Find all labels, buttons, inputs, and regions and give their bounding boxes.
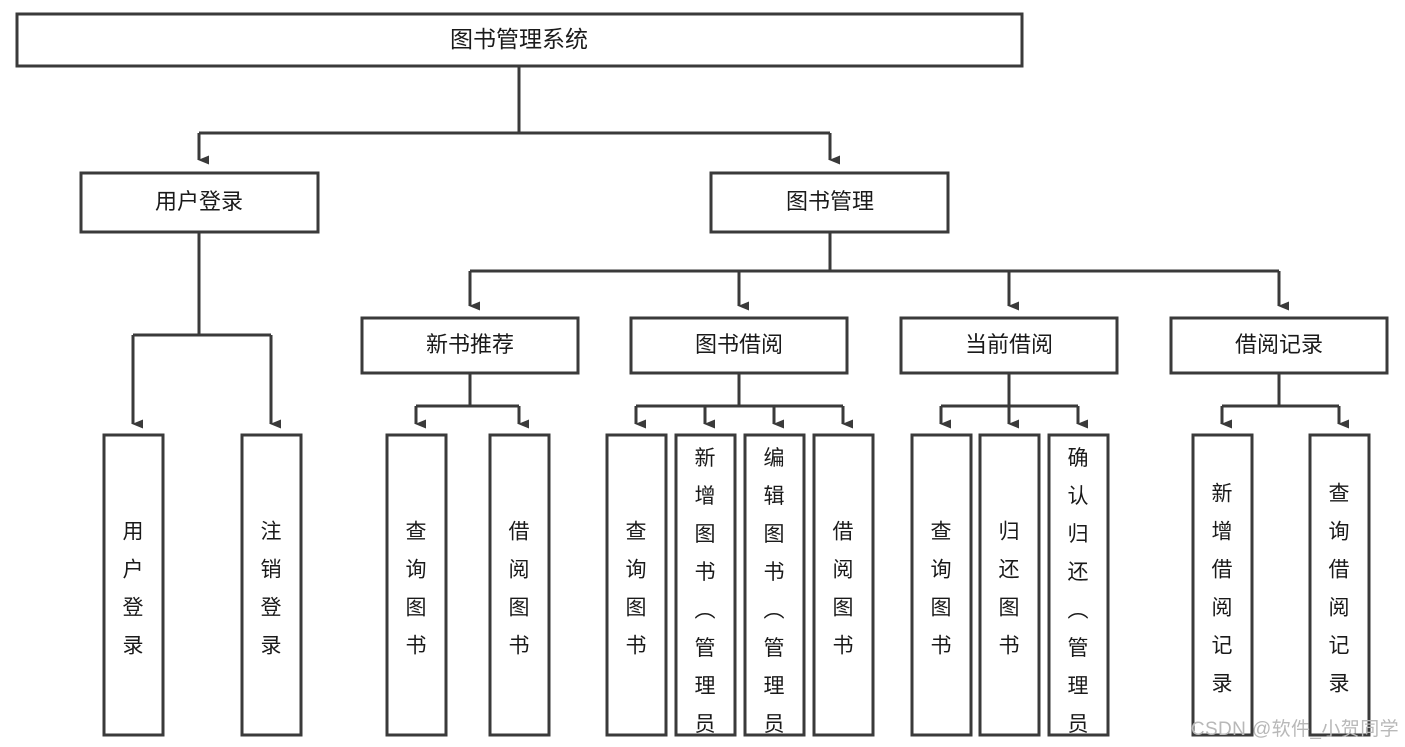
leaf-label-user-login-0: 用户登录: [123, 521, 144, 658]
leaf-node[interactable]: 用户登录: [102, 433, 165, 737]
leaf-label-book-borrow-3: 借阅图书: [833, 521, 854, 658]
node-borrow-record-box[interactable]: [1169, 316, 1389, 375]
leaf-label-book-borrow-1: 新增图书︵管理员︶: [695, 447, 716, 747]
leaf-node[interactable]: 确认归还︵管理员︶: [1047, 433, 1110, 747]
node-current-borrow-box[interactable]: [899, 316, 1119, 375]
node-new-book-recommend[interactable]: 新书推荐: [360, 316, 580, 375]
node-book-borrow[interactable]: 图书借阅: [629, 316, 849, 375]
leaf-node[interactable]: 查询图书: [910, 433, 973, 737]
leaf-label-book-borrow-0: 查询图书: [626, 521, 647, 658]
leaf-label-new-book-1: 借阅图书: [509, 521, 530, 658]
leaf-label-borrow-record-0: 新增借阅记录: [1212, 483, 1233, 696]
leaf-node[interactable]: 新增图书︵管理员︶: [674, 433, 737, 747]
leaf-box-current-borrow-1[interactable]: [978, 433, 1041, 737]
leaf-node[interactable]: 查询借阅记录: [1308, 433, 1371, 737]
leaf-label-current-borrow-1: 归还图书: [999, 521, 1020, 658]
leaf-box-user-login-1[interactable]: [240, 433, 303, 737]
node-current-borrow[interactable]: 当前借阅: [899, 316, 1119, 375]
leaf-box-new-book-1[interactable]: [488, 433, 551, 737]
node-root-label: 图书管理系统: [450, 26, 588, 52]
leaf-box-borrow-record-1[interactable]: [1308, 433, 1371, 737]
node-book-borrow-box[interactable]: [629, 316, 849, 375]
leaf-box-current-borrow-2[interactable]: [1047, 433, 1110, 737]
leaf-node[interactable]: 注销登录: [240, 433, 303, 737]
node-book-management[interactable]: 图书管理: [709, 171, 950, 234]
node-book-borrow-label: 图书借阅: [695, 332, 783, 357]
leaf-box-current-borrow-0[interactable]: [910, 433, 973, 737]
leaf-box-borrow-record-0[interactable]: [1191, 433, 1254, 737]
leaf-label-book-borrow-2: 编辑图书︵管理员︶: [764, 447, 785, 747]
node-book-management-box[interactable]: [709, 171, 950, 234]
node-root-book-management-system[interactable]: 图书管理系统: [15, 12, 1024, 68]
node-user-login-label: 用户登录: [155, 189, 243, 214]
leaf-node[interactable]: 编辑图书︵管理员︶: [743, 433, 806, 747]
node-user-login-box[interactable]: [79, 171, 320, 234]
leaf-box-book-borrow-2[interactable]: [743, 433, 806, 737]
leaf-node[interactable]: 归还图书: [978, 433, 1041, 737]
leaf-label-current-borrow-0: 查询图书: [931, 521, 952, 658]
node-current-borrow-label: 当前借阅: [965, 332, 1053, 357]
leaf-node[interactable]: 查询图书: [605, 433, 668, 737]
node-borrow-record-label: 借阅记录: [1235, 332, 1323, 357]
node-user-login[interactable]: 用户登录: [79, 171, 320, 234]
node-new-book-recommend-box[interactable]: [360, 316, 580, 375]
leaf-box-book-borrow-0[interactable]: [605, 433, 668, 737]
leaf-label-new-book-0: 查询图书: [406, 521, 427, 658]
leaf-box-user-login-0[interactable]: [102, 433, 165, 737]
leaf-layer: 用户登录 注销登录 查询图书 借阅图书 查询图书 新增图书︵管理员︶ 编辑图书︵…: [102, 433, 1371, 747]
node-book-management-label: 图书管理: [786, 189, 874, 214]
node-borrow-record[interactable]: 借阅记录: [1169, 316, 1389, 375]
node-new-book-recommend-label: 新书推荐: [426, 332, 514, 357]
leaf-node[interactable]: 新增借阅记录: [1191, 433, 1254, 737]
leaf-node[interactable]: 查询图书: [385, 433, 448, 737]
leaf-label-current-borrow-2: 确认归还︵管理员︶: [1068, 447, 1089, 747]
leaf-node[interactable]: 借阅图书: [812, 433, 875, 737]
leaf-label-borrow-record-1: 查询借阅记录: [1329, 483, 1350, 696]
leaf-box-new-book-0[interactable]: [385, 433, 448, 737]
leaf-node[interactable]: 借阅图书: [488, 433, 551, 737]
node-root-box[interactable]: [15, 12, 1024, 68]
connector-layer: [131, 66, 1349, 429]
leaf-box-book-borrow-3[interactable]: [812, 433, 875, 737]
leaf-label-user-login-1: 注销登录: [261, 521, 282, 658]
leaf-box-book-borrow-1[interactable]: [674, 433, 737, 737]
